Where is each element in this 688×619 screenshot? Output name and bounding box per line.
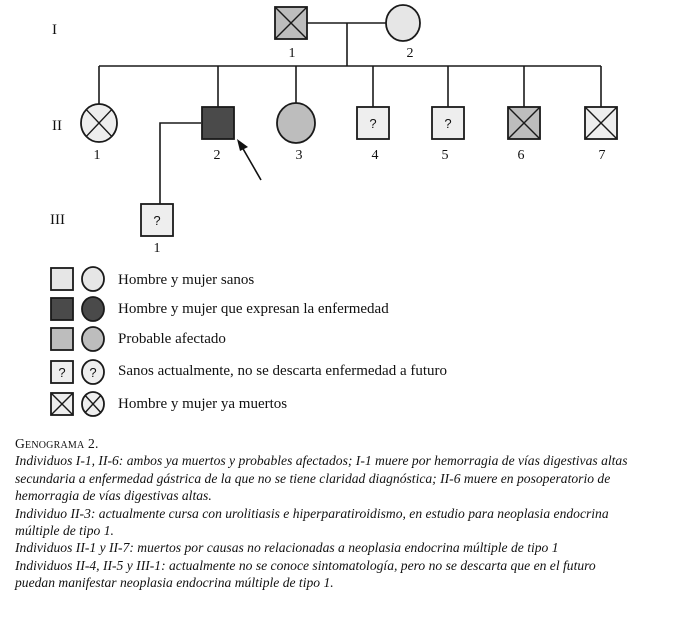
individual-II-2 bbox=[201, 106, 235, 140]
individual-number-II-6: 6 bbox=[518, 148, 525, 163]
question-mark-icon: ? bbox=[89, 365, 96, 380]
legend-label-healthy: Hombre y mujer sanos bbox=[118, 272, 255, 288]
legend-label-probable: Probable afectado bbox=[118, 331, 226, 347]
male-square-icon bbox=[50, 267, 74, 291]
deceased-cross-icon bbox=[274, 6, 308, 40]
male-square-icon bbox=[431, 106, 465, 140]
individual-number-II-3: 3 bbox=[296, 148, 303, 163]
female-circle-icon bbox=[81, 359, 105, 385]
generation-label-III: III bbox=[50, 212, 65, 228]
male-square-icon bbox=[356, 106, 390, 140]
individual-II-5: ? bbox=[431, 106, 465, 140]
legend-male-probable bbox=[50, 327, 74, 351]
deceased-cross-icon bbox=[507, 106, 541, 140]
individual-number-I-2: 2 bbox=[407, 46, 414, 61]
caption-line: Individuos II-1 y II-7: muertos por caus… bbox=[15, 540, 559, 556]
legend-symbols: ?? bbox=[50, 266, 105, 417]
male-square-icon bbox=[201, 106, 235, 140]
figure-caption: Genograma 2. Individuos I-1, II-6: ambos… bbox=[15, 435, 677, 592]
caption-line: Individuos II-4, II-5 y III-1: actualmen… bbox=[15, 557, 596, 573]
caption-line: Individuo II-3: actualmente cursa con ur… bbox=[15, 505, 609, 521]
male-square-icon bbox=[50, 297, 74, 321]
caption-line: secundaria a enfermedad gástrica de la q… bbox=[15, 470, 611, 486]
question-mark-icon: ? bbox=[58, 365, 65, 380]
individuals: ??? bbox=[80, 4, 618, 237]
female-circle-icon bbox=[385, 4, 421, 42]
female-circle-icon bbox=[81, 326, 105, 352]
individual-II-3 bbox=[276, 102, 316, 144]
individual-number-II-4: 4 bbox=[372, 148, 379, 163]
legend-female-healthy bbox=[81, 266, 105, 292]
question-mark-icon: ? bbox=[153, 213, 160, 228]
legend-female-affected bbox=[81, 296, 105, 322]
female-circle-icon bbox=[81, 296, 105, 322]
male-square-icon bbox=[140, 203, 174, 237]
male-square-icon bbox=[50, 327, 74, 351]
individual-II-7 bbox=[584, 106, 618, 140]
individual-number-II-5: 5 bbox=[442, 148, 449, 163]
pedigree-lines bbox=[98, 22, 602, 204]
generation-label-I: I bbox=[52, 22, 57, 38]
deceased-cross-icon bbox=[50, 392, 74, 416]
individual-number-II-7: 7 bbox=[599, 148, 606, 163]
caption-line: múltiple de tipo 1. bbox=[15, 523, 114, 539]
question-mark-icon: ? bbox=[369, 116, 376, 131]
legend-male-affected bbox=[50, 297, 74, 321]
individual-number-II-2: 2 bbox=[214, 148, 221, 163]
caption-line: puedan manifestar neoplasia endocrina mú… bbox=[15, 575, 334, 591]
legend-male-unknown: ? bbox=[50, 360, 74, 384]
female-circle-icon bbox=[81, 266, 105, 292]
legend-female-unknown: ? bbox=[81, 359, 105, 385]
legend-male-deceased bbox=[50, 392, 74, 416]
legend-label-unknown: Sanos actualmente, no se descarta enferm… bbox=[118, 363, 448, 379]
legend-female-probable bbox=[81, 326, 105, 352]
individual-I-1 bbox=[274, 6, 308, 40]
pedigree-diagram: I II III ??? 1 2 1 2 3 4 5 6 7 1 ?? bbox=[50, 4, 618, 417]
question-mark-icon: ? bbox=[444, 116, 451, 131]
proband-arrow-icon bbox=[237, 139, 262, 181]
female-circle-icon bbox=[276, 102, 316, 144]
male-square-icon bbox=[50, 360, 74, 384]
individual-number-II-1: 1 bbox=[94, 148, 101, 163]
caption-line: hemorragia de vías digestivas altas. bbox=[15, 488, 212, 504]
descent-line-II-2-to-III-1 bbox=[159, 122, 201, 204]
caption-line: Individuos I-1, II-6: ambos ya muertos y… bbox=[15, 453, 628, 469]
legend-male-healthy bbox=[50, 267, 74, 291]
individual-III-1: ? bbox=[140, 203, 174, 237]
legend-female-deceased bbox=[81, 391, 105, 417]
individual-I-2 bbox=[385, 4, 421, 42]
caption-title: Genograma 2. bbox=[15, 436, 99, 451]
individual-number-I-1: 1 bbox=[289, 46, 296, 61]
legend-label-affected: Hombre y mujer que expresan la enfermeda… bbox=[118, 301, 389, 317]
deceased-cross-icon bbox=[84, 395, 102, 413]
individual-II-4: ? bbox=[356, 106, 390, 140]
legend-label-deceased: Hombre y mujer ya muertos bbox=[118, 396, 288, 412]
generation-label-II: II bbox=[52, 118, 62, 134]
individual-II-1 bbox=[80, 103, 118, 143]
individual-number-III-1: 1 bbox=[154, 241, 161, 256]
deceased-cross-icon bbox=[85, 109, 113, 137]
deceased-cross-icon bbox=[584, 106, 618, 140]
individual-II-6 bbox=[507, 106, 541, 140]
